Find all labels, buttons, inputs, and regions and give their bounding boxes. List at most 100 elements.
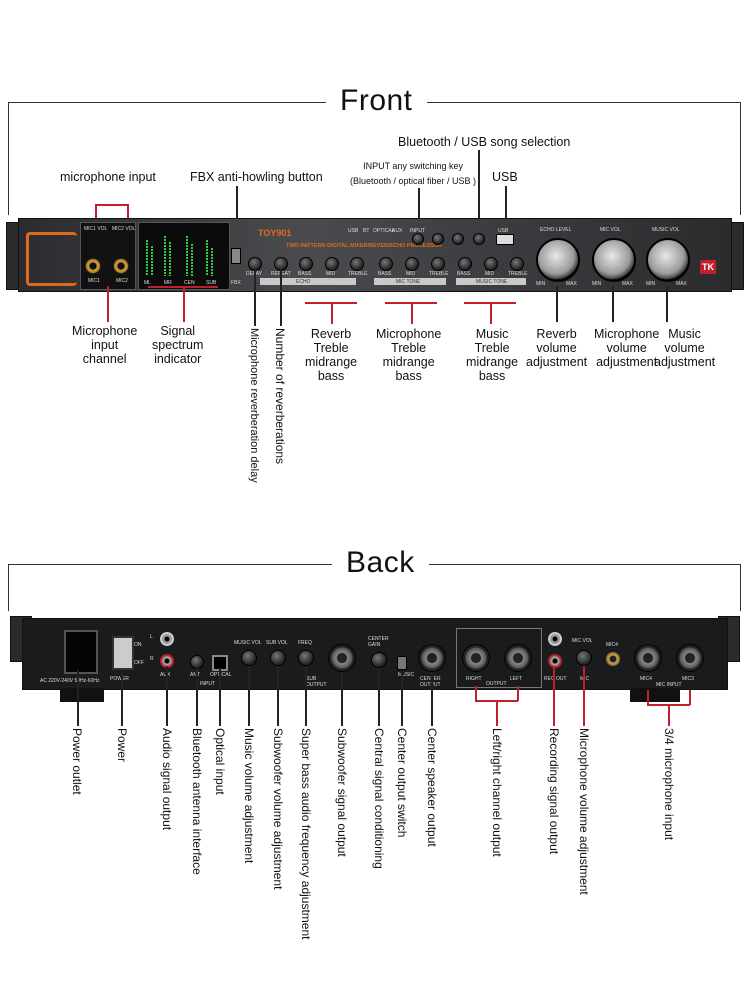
label-reverb-volume: Reverb volume adjustment xyxy=(526,327,588,369)
indicator-usb: USB xyxy=(348,228,359,234)
leader-echo-stem xyxy=(331,302,333,324)
label-reverb-tone: Reverb Treble midrange bass xyxy=(305,327,358,383)
meter-bar-6 xyxy=(191,244,193,276)
knob-music-bass[interactable] xyxy=(458,257,472,271)
center-gain-knob[interactable] xyxy=(371,652,387,668)
echo-min: MIN xyxy=(536,281,546,287)
ac-label: AC 220V-240V 50Hz-60Hz xyxy=(40,678,100,684)
label-mic-input: microphone input xyxy=(60,170,156,184)
ant-connector[interactable] xyxy=(190,655,204,669)
knob-mic-bass[interactable] xyxy=(379,257,393,271)
label-input-key-line2: (Bluetooth / optical fiber / USB ) xyxy=(350,176,477,186)
knob-echo-bass[interactable] xyxy=(299,257,313,271)
knob-music-treble[interactable] xyxy=(510,257,524,271)
rec-out-rca-right[interactable] xyxy=(548,654,562,668)
freq-knob[interactable] xyxy=(298,650,314,666)
back-heading: Back xyxy=(332,546,429,580)
knob-label-mic-mid: MID xyxy=(406,271,416,277)
lr-output-frame xyxy=(456,628,542,688)
mic-section xyxy=(80,222,136,290)
label-usb: USB xyxy=(492,170,518,184)
knob-repeat[interactable] xyxy=(274,257,288,271)
back-music-vol-knob[interactable] xyxy=(241,650,257,666)
label-fbx-button: FBX anti-howling button xyxy=(190,170,323,184)
knob-label-echo-mid: MID xyxy=(326,271,336,277)
fbx-label: FBX xyxy=(231,280,241,286)
aux-rca-left[interactable] xyxy=(160,632,174,646)
meter-label-sub: SUB xyxy=(206,280,217,286)
right-xlr-output[interactable] xyxy=(462,644,490,672)
power-outlet[interactable] xyxy=(64,630,98,674)
knob-mic-treble[interactable] xyxy=(431,257,445,271)
rec-out-label: REC OUT xyxy=(544,676,567,682)
leader-mic34-right xyxy=(689,690,691,705)
leader-music-tone-stem xyxy=(490,302,492,324)
meter-label-ml: ML xyxy=(144,280,151,286)
mic2-jack[interactable] xyxy=(113,258,129,274)
leader-optical xyxy=(219,668,221,726)
left-xlr-output[interactable] xyxy=(504,644,532,672)
model-subtitle: TWO PATTERN DIGITAL MIXER/REVER/ECHO PRO… xyxy=(286,243,443,249)
knob-mic-mid[interactable] xyxy=(405,257,419,271)
fbx-button[interactable] xyxy=(231,248,241,264)
label-bt-usb-song: Bluetooth / USB song selection xyxy=(398,135,571,149)
next-button[interactable] xyxy=(473,233,485,245)
center-xlr-output[interactable] xyxy=(418,644,446,672)
play-button[interactable] xyxy=(452,233,464,245)
center-switch[interactable] xyxy=(397,656,407,670)
leader-spectrum-bar xyxy=(148,286,218,288)
mic-vol-knob[interactable] xyxy=(592,238,636,282)
input-label: INPUT xyxy=(200,681,215,687)
aux-r: R xyxy=(150,656,154,662)
leader-sub-vol xyxy=(277,666,279,726)
section-bar-mic-tone xyxy=(374,278,446,285)
bnc-antenna[interactable] xyxy=(606,652,620,666)
label-super-bass-frequency: Super bass audio frequency adjustment xyxy=(299,728,313,940)
leader-rec-out xyxy=(553,666,555,726)
leader-center-switch xyxy=(401,670,403,726)
mic4-xlr-input[interactable] xyxy=(634,644,662,672)
knob-echo-treble[interactable] xyxy=(350,257,364,271)
section-bar-echo xyxy=(260,278,356,285)
back-mic-vol-knob[interactable] xyxy=(576,650,592,666)
sub-output-label: SUB OUTPUT xyxy=(306,676,327,688)
music-max: MAX xyxy=(676,281,687,287)
power-switch[interactable] xyxy=(112,636,134,670)
ant-label: ANT xyxy=(190,672,200,678)
meter-bar-5 xyxy=(186,236,188,276)
meter-bar-3 xyxy=(164,236,166,276)
knob-delay[interactable] xyxy=(248,257,262,271)
section-bar-music-tone xyxy=(456,278,526,285)
mic3-xlr-input[interactable] xyxy=(676,644,704,672)
leader-music-vol xyxy=(248,666,250,726)
knob-music-mid[interactable] xyxy=(484,257,498,271)
label-music-volume: Music volume adjustment xyxy=(654,327,716,369)
back-mic-label: MIC xyxy=(580,676,590,682)
model-name: TOY901 xyxy=(258,228,292,238)
mic1-jack[interactable] xyxy=(85,258,101,274)
music-vol-knob[interactable] xyxy=(646,238,690,282)
music-vol-label: MUSIC VOL xyxy=(234,640,262,646)
leader-freq xyxy=(305,666,307,726)
sub-vol-knob[interactable] xyxy=(270,650,286,666)
big-knob-label-music: MUSIC VOL xyxy=(652,227,680,233)
knob-echo-mid[interactable] xyxy=(325,257,339,271)
leader-fbx xyxy=(236,186,238,230)
label-center-output-switch: Center output switch xyxy=(395,728,409,838)
prev-button[interactable] xyxy=(432,233,444,245)
brand-logo-stripe xyxy=(26,232,77,286)
back-foot-left xyxy=(60,688,104,702)
leader-music-vol xyxy=(666,286,668,322)
center-gain-label: CENTER GAIN xyxy=(368,636,389,648)
input-key-button[interactable] xyxy=(412,233,424,245)
meter-bar-7 xyxy=(206,240,208,276)
rec-out-rca-left[interactable] xyxy=(548,632,562,646)
sub-xlr-output[interactable] xyxy=(328,644,356,672)
echo-level-knob[interactable] xyxy=(536,238,580,282)
leader-mic-vol xyxy=(612,286,614,322)
knob-label-music-bass: BASS xyxy=(457,271,471,277)
knob-label-music-treble: TREBLE xyxy=(508,271,528,277)
leader-spectrum xyxy=(183,286,185,322)
mic-input-label: MIC INPUT xyxy=(656,682,682,688)
usb-port[interactable] xyxy=(496,234,514,245)
